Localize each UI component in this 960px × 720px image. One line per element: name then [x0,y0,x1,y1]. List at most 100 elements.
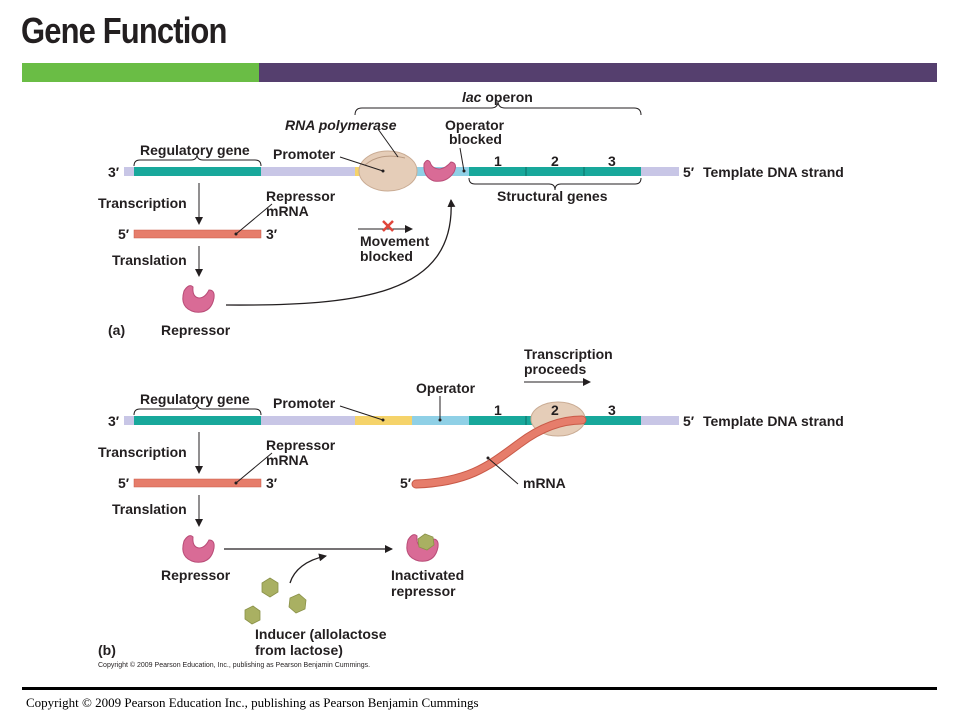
title-accent-bar [22,63,937,82]
gene-number-2-b: 2 [551,402,559,418]
strand-3prime-label-b: 3′ [108,413,120,429]
repressor-mrna-label-line2: mRNA [266,203,309,219]
translation-label: Translation [112,252,187,268]
template-strand-label: Template DNA strand [703,164,844,180]
mrna-label-b: mRNA [523,475,566,491]
inducer-shape [288,593,307,614]
title-bar-green-segment [22,63,259,82]
blocked-x-icon [382,220,394,232]
operator-label-b: Operator [416,380,476,396]
inactivated-repressor-label-line1: Inactivated [391,567,464,583]
rna-polymerase-label: RNA polymerase [285,117,397,133]
regulatory-gene-label-b: Regulatory gene [140,391,250,407]
leader-operator-blocked [459,147,465,172]
regulatory-gene-segment [134,416,261,425]
panel-b-label: (b) [98,642,116,658]
mrna-5prime-label: 5′ [118,226,130,242]
leader-dot [486,456,490,460]
gene-number-1-b: 1 [494,402,502,418]
bound-repressor-shape [423,159,456,182]
transcription-proceeds-label-line2: proceeds [524,361,586,377]
gene-number-2: 2 [551,153,559,169]
movement-blocked-label-line2: blocked [360,248,413,264]
regulatory-gene-brace-b [133,402,262,416]
repressor-label-b: Repressor [161,567,231,583]
panel-a-label: (a) [108,322,125,338]
translation-label-b: Translation [112,501,187,517]
leader-rna-polymerase [377,128,399,158]
structural-genes-segment [469,167,641,176]
promoter-label-b: Promoter [273,395,336,411]
mrna-5prime-label-b: 5′ [118,475,130,491]
operator-blocked-label-line1: Operator [445,117,505,133]
strand-3prime-label: 3′ [108,164,120,180]
leader-dot [462,169,466,173]
repressor-shape-a [182,285,215,313]
gene-number-3-b: 3 [608,402,616,418]
regulatory-gene-label: Regulatory gene [140,142,250,158]
inactivated-repressor-label-line2: repressor [391,583,456,599]
template-strand-label-b: Template DNA strand [703,413,844,429]
bound-inducer-shape [417,533,435,551]
regulatory-gene-segment [134,167,261,176]
leader-dot [438,418,442,422]
leader-promoter-b [339,405,384,421]
repressor-mrna-label-b-line1: Repressor [266,437,336,453]
dna-segment-right-cap [641,167,679,176]
dna-segment-left-cap [124,167,134,176]
repressor-mrna-a [133,229,262,239]
gene-number-1: 1 [494,153,502,169]
dna-spacer-segment [261,167,355,176]
repressor-mrna-label-b-line2: mRNA [266,452,309,468]
new-mrna-5prime-label: 5′ [400,475,412,491]
footer-rule [22,687,937,690]
leader-dot [381,169,385,173]
leader-dot [234,481,238,485]
inducer-label-line2: from lactose) [255,642,343,658]
new-mrna-strand-fill [412,416,586,488]
repressor-label-a: Repressor [161,322,231,338]
inducer-binding-arrow [289,553,327,584]
promoter-label: Promoter [273,146,336,162]
rna-polymerase-shading [364,155,406,166]
inducer-shape [244,605,261,625]
transcription-label: Transcription [98,195,187,211]
dna-segment-left-cap [124,416,134,425]
structural-genes-label: Structural genes [497,188,608,204]
dna-spacer-segment [261,416,355,425]
strand-5prime-label-b: 5′ [683,413,695,429]
inducer-shape [261,577,279,598]
transcription-label-b: Transcription [98,444,187,460]
panel-b: Transcription proceeds Operator Regulato… [98,346,844,669]
leader-repressor-mrna-a [235,203,273,235]
leader-dot [381,418,385,422]
slide-title: Gene Function [21,10,227,51]
transcription-proceeds-label-line1: Transcription [524,346,613,362]
structural-genes-brace [468,177,642,191]
gene-number-3: 3 [608,153,616,169]
regulatory-gene-brace [133,153,262,167]
mrna-3prime-label-b: 3′ [266,475,278,491]
panel-a: lac operon RNA polymerase Operator block… [98,89,844,338]
movement-blocked-label-line1: Movement [360,233,430,249]
leader-dot [234,232,238,236]
lac-operon-label: lac operon [462,89,533,105]
figure-copyright: Copyright © 2009 Pearson Education, Inc.… [98,661,370,669]
lac-operon-brace [354,100,642,116]
rna-polymerase-shape [358,150,418,192]
strand-5prime-label: 5′ [683,164,695,180]
mrna-3prime-label: 3′ [266,226,278,242]
repressor-binding-arrow [225,199,456,306]
leader-promoter [339,156,384,172]
dna-strand-b [124,416,679,425]
leader-repressor-mrna-b [235,452,273,484]
leader-mrna-b [487,457,519,485]
dna-segment-right-cap [641,416,679,425]
title-bar-purple-segment [259,63,937,82]
repressor-shape-b [182,535,215,563]
repressor-mrna-label-line1: Repressor [266,188,336,204]
inducer-label-line1: Inducer (allolactose [255,626,387,642]
footer-copyright: Copyright © 2009 Pearson Education Inc.,… [26,695,479,710]
operator-blocked-label-line2: blocked [449,131,502,147]
